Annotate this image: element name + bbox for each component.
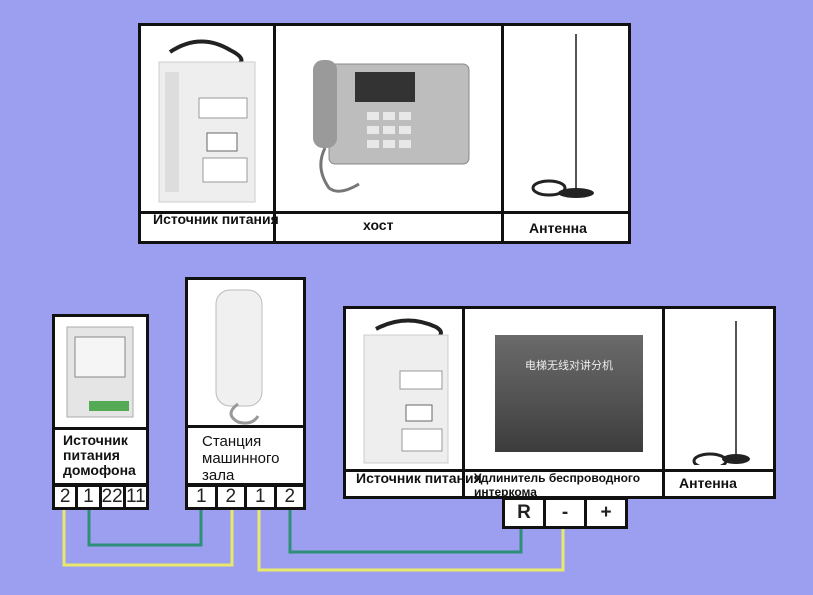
top-antenna-label: Антенна <box>529 220 587 236</box>
host-label: хост <box>363 217 394 233</box>
terminal: 1 <box>244 487 274 507</box>
top-power-label: Источник питания <box>153 211 279 227</box>
extender-device-text: 电梯无线对讲分机 <box>525 359 613 372</box>
bottom-power-supply-image <box>363 318 449 464</box>
terminal-plus: + <box>584 500 625 526</box>
terminal-minus: - <box>543 500 584 526</box>
station-terminals: 1 2 1 2 <box>185 484 306 510</box>
terminal: 2 <box>273 487 304 507</box>
bottom-panel: 电梯无线对讲分机 Источник питания Удлинитель бес… <box>343 306 776 499</box>
terminal: 22 <box>98 487 123 507</box>
top-panel: Источник питания хост Антенна <box>138 23 631 244</box>
machine-room-station-box: Станция машинного зала <box>185 277 306 486</box>
intercom-power-label: Источник питания домофона <box>63 432 136 478</box>
bottom-antenna-label: Антенна <box>679 475 737 491</box>
terminal: 11 <box>122 487 146 507</box>
power-supply-image <box>158 39 256 203</box>
extender-device-image: 电梯无线对讲分机 <box>495 335 643 452</box>
host-phone-image <box>313 60 470 193</box>
antenna-image <box>531 34 594 198</box>
intercom-power-image <box>66 326 134 418</box>
station-handset-image <box>215 289 263 425</box>
terminal-r: R <box>517 502 531 523</box>
bottom-power-label: Источник питания <box>356 470 482 486</box>
green-wire-station-to-extender-r <box>288 508 523 554</box>
intercom-power-box: Источник питания домофона <box>52 314 149 486</box>
terminal: 1 <box>195 486 207 507</box>
bottom-antenna-image <box>692 321 750 465</box>
station-label: Станция машинного зала <box>202 433 280 484</box>
terminal: 2 <box>59 486 71 507</box>
intercom-power-terminals: 2 1 22 11 <box>52 484 149 510</box>
yellow-wire-station-to-extender-minus <box>257 508 565 572</box>
extender-terminals: R - + <box>502 497 628 529</box>
green-wire-power-to-station <box>87 508 203 547</box>
yellow-wire-power-to-station <box>62 508 234 567</box>
terminal: 1 <box>75 487 98 507</box>
extender-label: Удлинитель беспроводного интеркома <box>474 471 641 499</box>
terminal: 2 <box>214 487 245 507</box>
